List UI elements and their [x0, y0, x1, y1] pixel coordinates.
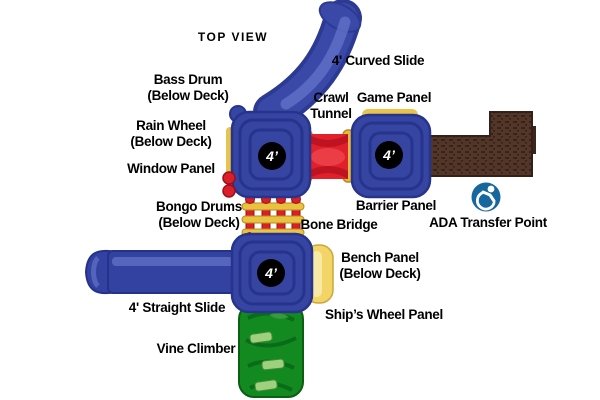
- ada-accessibility-icon: [471, 182, 501, 212]
- deck-height-badge: 4’: [257, 259, 285, 287]
- label-curved-slide: 4' Curved Slide: [331, 53, 425, 68]
- label-game-panel: Game Panel: [356, 90, 432, 105]
- transfer-ramp-graphic: [427, 111, 536, 177]
- label-bench-panel: Bench Panel (Below Deck): [339, 250, 421, 281]
- label-rain-wheel: Rain Wheel (Below Deck): [130, 118, 212, 149]
- label-bass-drum: Bass Drum (Below Deck): [147, 72, 229, 103]
- label-barrier-panel: Barrier Panel: [355, 198, 437, 213]
- label-straight-slide: 4' Straight Slide: [128, 300, 226, 315]
- page-title: TOP VIEW: [197, 30, 269, 44]
- label-ada-transfer-point: ADA Transfer Point: [429, 215, 547, 230]
- label-window-panel: Window Panel: [127, 161, 215, 176]
- deck-height-badge: 4’: [375, 141, 403, 169]
- label-crawl-tunnel: Crawl Tunnel: [310, 90, 352, 121]
- label-vine-climber: Vine Climber: [156, 341, 236, 356]
- curved-slide-graphic: [253, 0, 362, 131]
- label-bongo-drums: Bongo Drums (Below Deck): [156, 199, 242, 230]
- label-bone-bridge: Bone Bridge: [300, 217, 378, 232]
- deck-height-badge: 4’: [258, 142, 286, 170]
- vine-climber-graphic: [238, 300, 304, 398]
- label-ships-wheel-panel: Ship’s Wheel Panel: [325, 307, 443, 322]
- straight-slide-graphic: [84, 249, 239, 295]
